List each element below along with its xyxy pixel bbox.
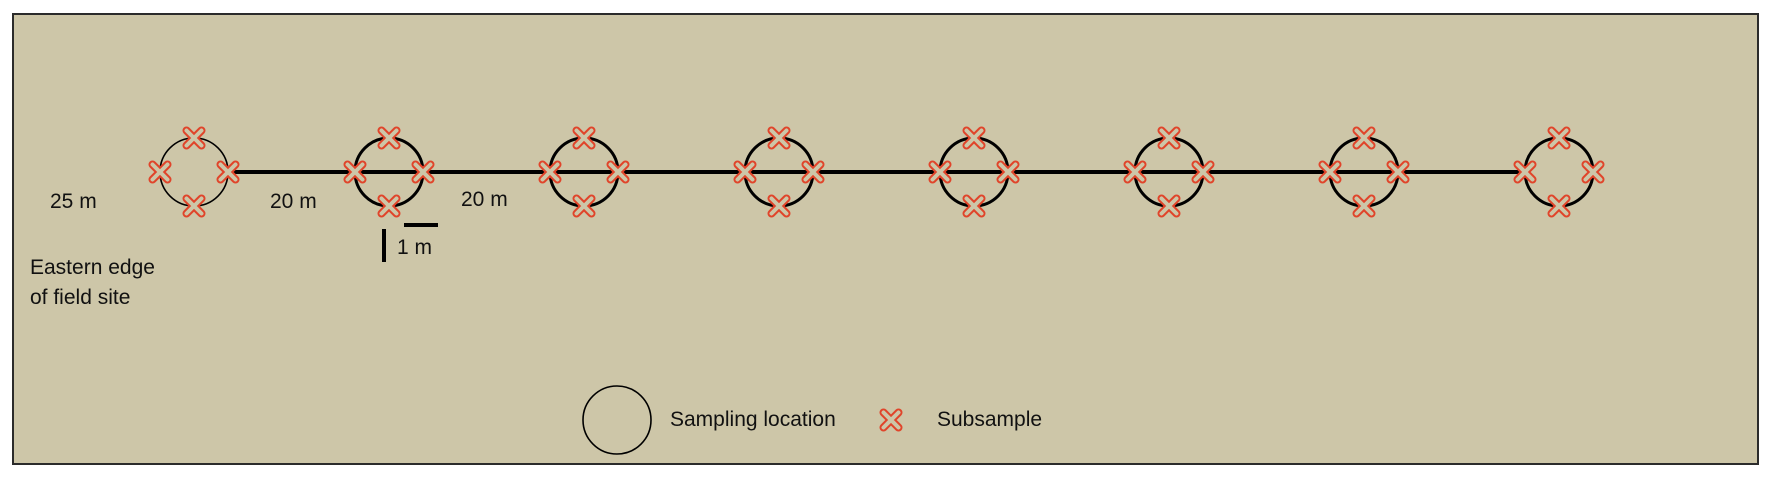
diagram-frame	[12, 13, 1759, 465]
spacing-label-1: 20 m	[270, 190, 317, 213]
site-edge-label-line1: Eastern edge	[30, 256, 155, 279]
cross-x-icon	[182, 194, 206, 218]
scale-bar-label: 1 m	[397, 236, 433, 259]
edge-distance-label: 25 m	[50, 190, 97, 213]
cross-x-icon	[148, 160, 172, 184]
cross-x-icon	[1123, 160, 1147, 184]
cross-x-icon	[1352, 126, 1376, 150]
sampling-location	[1318, 126, 1410, 218]
cross-x-icon	[1318, 160, 1342, 184]
cross-x-icon	[1157, 126, 1181, 150]
cross-x-icon	[1547, 126, 1571, 150]
cross-x-icon	[572, 126, 596, 150]
transect	[148, 126, 1605, 218]
cross-x-icon	[767, 194, 791, 218]
cross-x-icon	[928, 160, 952, 184]
sampling-location	[733, 126, 825, 218]
cross-x-icon	[538, 160, 562, 184]
cross-x-icon	[767, 126, 791, 150]
cross-x-icon	[377, 126, 401, 150]
sampling-location	[343, 126, 435, 218]
cross-x-icon	[962, 126, 986, 150]
sampling-location	[928, 126, 1020, 218]
cross-x-icon	[1513, 160, 1537, 184]
sampling-location	[1123, 126, 1215, 218]
cross-x-icon	[1547, 194, 1571, 218]
cross-x-icon	[572, 194, 596, 218]
cross-x-icon	[1386, 160, 1410, 184]
cross-x-icon	[733, 160, 757, 184]
legend-sampling-location-label: Sampling location	[670, 408, 836, 431]
cross-x-icon	[879, 408, 903, 432]
cross-x-icon	[182, 126, 206, 150]
scale-bar	[382, 223, 438, 262]
cross-x-icon	[962, 194, 986, 218]
cross-x-icon	[1352, 194, 1376, 218]
cross-x-icon	[216, 160, 240, 184]
cross-x-icon	[606, 160, 630, 184]
cross-x-icon	[1191, 160, 1215, 184]
site-edge-label-line2: of field site	[30, 286, 131, 309]
cross-x-icon	[377, 194, 401, 218]
cross-x-icon	[996, 160, 1020, 184]
sampling-location	[538, 126, 630, 218]
legend	[582, 385, 903, 455]
cross-x-icon	[801, 160, 825, 184]
cross-x-icon	[1157, 194, 1181, 218]
cross-x-icon	[879, 408, 903, 432]
spacing-label-2: 20 m	[461, 188, 508, 211]
sampling-location	[1513, 126, 1605, 218]
circle-outline-icon	[582, 385, 652, 455]
cross-x-icon	[411, 160, 435, 184]
legend-subsample-label: Subsample	[937, 408, 1043, 431]
cross-x-icon	[343, 160, 367, 184]
cross-x-icon	[1581, 160, 1605, 184]
sampling-location	[148, 126, 240, 218]
